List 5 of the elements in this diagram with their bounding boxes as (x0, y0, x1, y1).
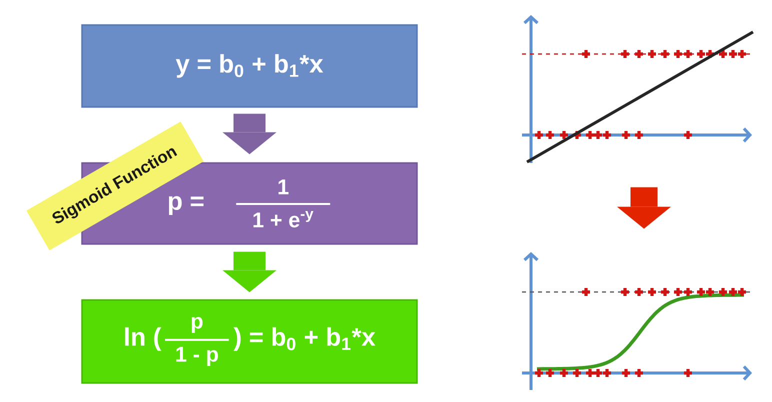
block-arrow (617, 187, 671, 229)
formula-box: y = b$_{0}$ + b$_{1}$*x (81, 24, 418, 108)
formula-box: ln ( p 1 - p ) = b$_{0}$ + b$_{1}$*x (81, 299, 418, 384)
block-arrow (222, 252, 276, 292)
block-arrow (222, 114, 276, 154)
